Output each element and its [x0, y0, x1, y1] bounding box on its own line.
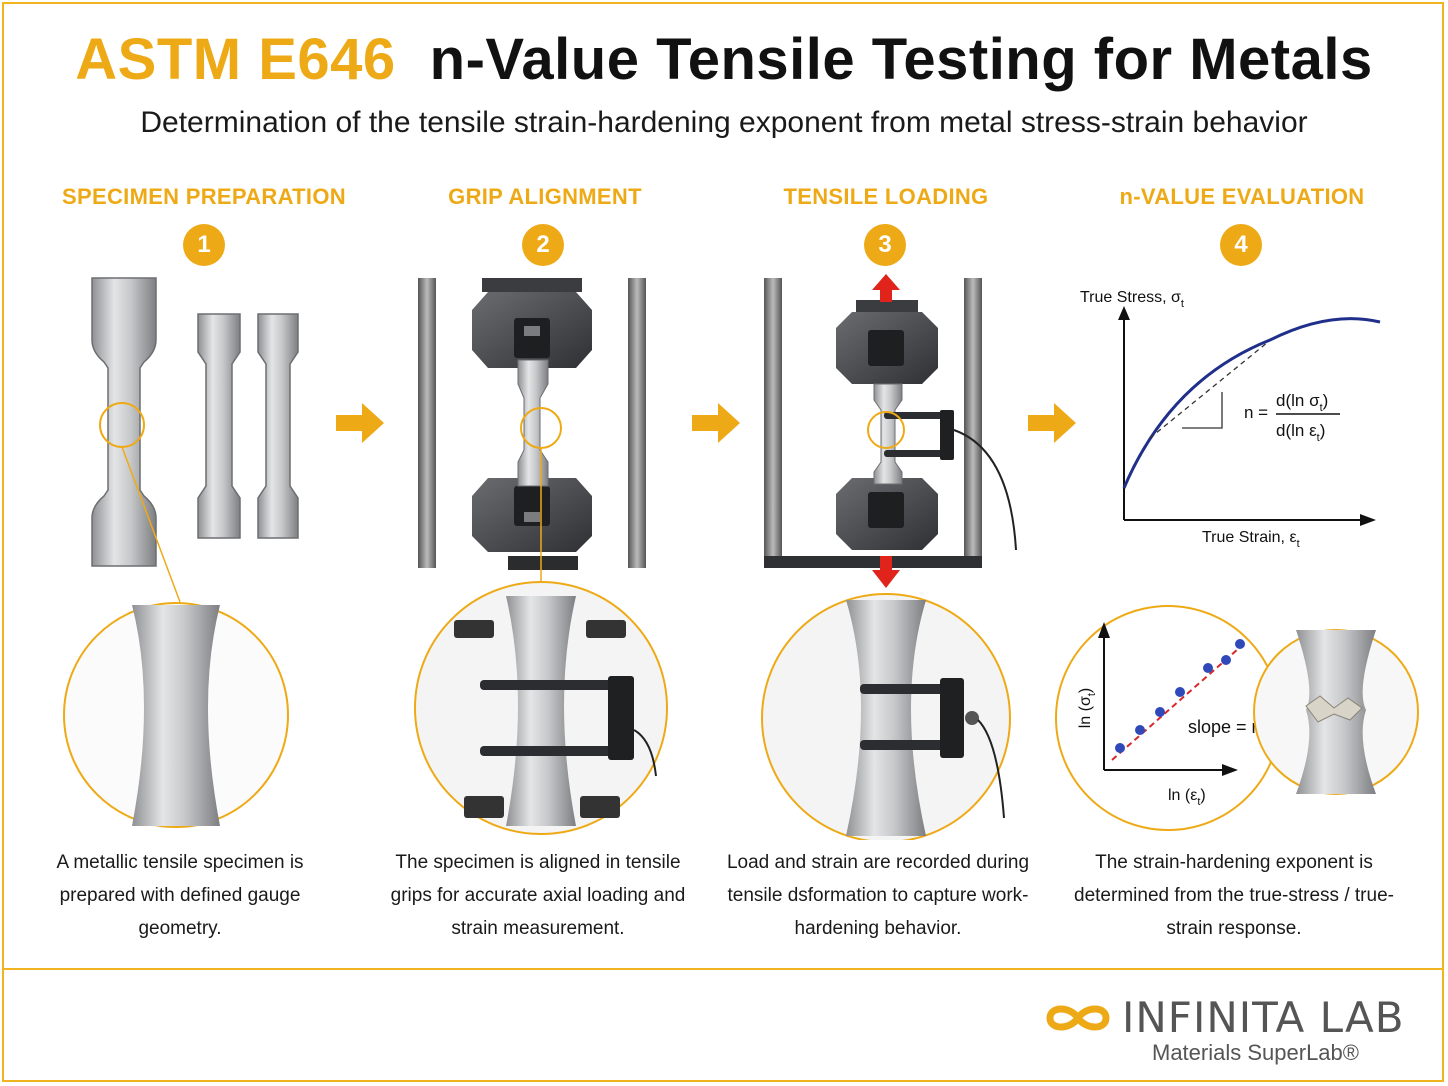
- red-load-arrow-icon: [872, 274, 900, 302]
- step-4-caption: The strain-hardening exponent is determi…: [1074, 852, 1394, 939]
- step-3-badge: 3: [864, 224, 906, 266]
- dogbone-specimen-large: [91, 277, 157, 567]
- zoom-fractured-specimen-4: [1253, 629, 1419, 795]
- arrow-right-icon: [336, 403, 384, 443]
- page-subtitle: Determination of the tensile strain-hard…: [140, 106, 1308, 139]
- zoom-loaded-extensometer-3: [761, 593, 1011, 840]
- zoom-gauge-section-1: [63, 602, 289, 828]
- page-title: ASTM E646 n-Value Tensile Testing for Met…: [0, 26, 1448, 93]
- arrow-right-icon: [692, 403, 740, 443]
- step-2-badge: 2: [522, 224, 564, 266]
- y-axis-label: True Stress, σt: [1080, 289, 1184, 310]
- dogbone-specimen-small-2: [257, 313, 299, 539]
- slope-label: slope = n: [1188, 717, 1262, 737]
- true-stress-strain-plot: [1118, 306, 1381, 526]
- testing-machine-frame-3: [764, 278, 1017, 568]
- step-1-caption: A metallic tensile specimen is prepared …: [56, 852, 304, 939]
- n-formula-lhs: n =: [1244, 403, 1268, 422]
- illustration-canvas: True Stress, σt True Strain, εt n = d(ln…: [63, 274, 1419, 840]
- footer-divider: [2, 968, 1444, 970]
- step-1-badge: 1: [183, 224, 225, 266]
- x-axis-label: True Strain, εt: [1202, 529, 1300, 550]
- testing-machine-frame-2: [418, 278, 646, 570]
- n-formula-denominator: d(ln εt): [1276, 421, 1325, 444]
- title-text: n-Value Tensile Testing for Metals: [429, 27, 1373, 92]
- zoom-grip-extensometer-2: [414, 581, 668, 835]
- logo-tagline: Materials SuperLab®: [1152, 1040, 1359, 1065]
- dogbone-specimen-small-1: [197, 313, 241, 539]
- step-4-badge: 4: [1220, 224, 1262, 266]
- red-load-arrow-icon: [872, 556, 900, 588]
- step-4-heading: n-VALUE EVALUATION: [1119, 184, 1365, 209]
- n-formula-numerator: d(ln σt): [1276, 391, 1328, 414]
- step-2-caption: The specimen is aligned in tensile grips…: [390, 852, 686, 939]
- step-3-heading: TENSILE LOADING: [783, 184, 989, 209]
- log-x-axis-label: ln (εt): [1168, 787, 1206, 808]
- log-y-axis-label: ln (σt): [1077, 688, 1098, 729]
- logo-name: INFINITA LAB: [1122, 993, 1405, 1042]
- title-standard-code: ASTM E646: [75, 27, 396, 92]
- step-1-heading: SPECIMEN PREPARATION: [62, 184, 346, 209]
- step-2-heading: GRIP ALIGNMENT: [448, 184, 642, 209]
- step-3-caption: Load and strain are recorded during tens…: [726, 852, 1030, 939]
- arrow-right-icon: [1028, 403, 1076, 443]
- infinity-logo-icon: [1046, 1005, 1110, 1031]
- zoom-log-plot-4: [1055, 605, 1281, 831]
